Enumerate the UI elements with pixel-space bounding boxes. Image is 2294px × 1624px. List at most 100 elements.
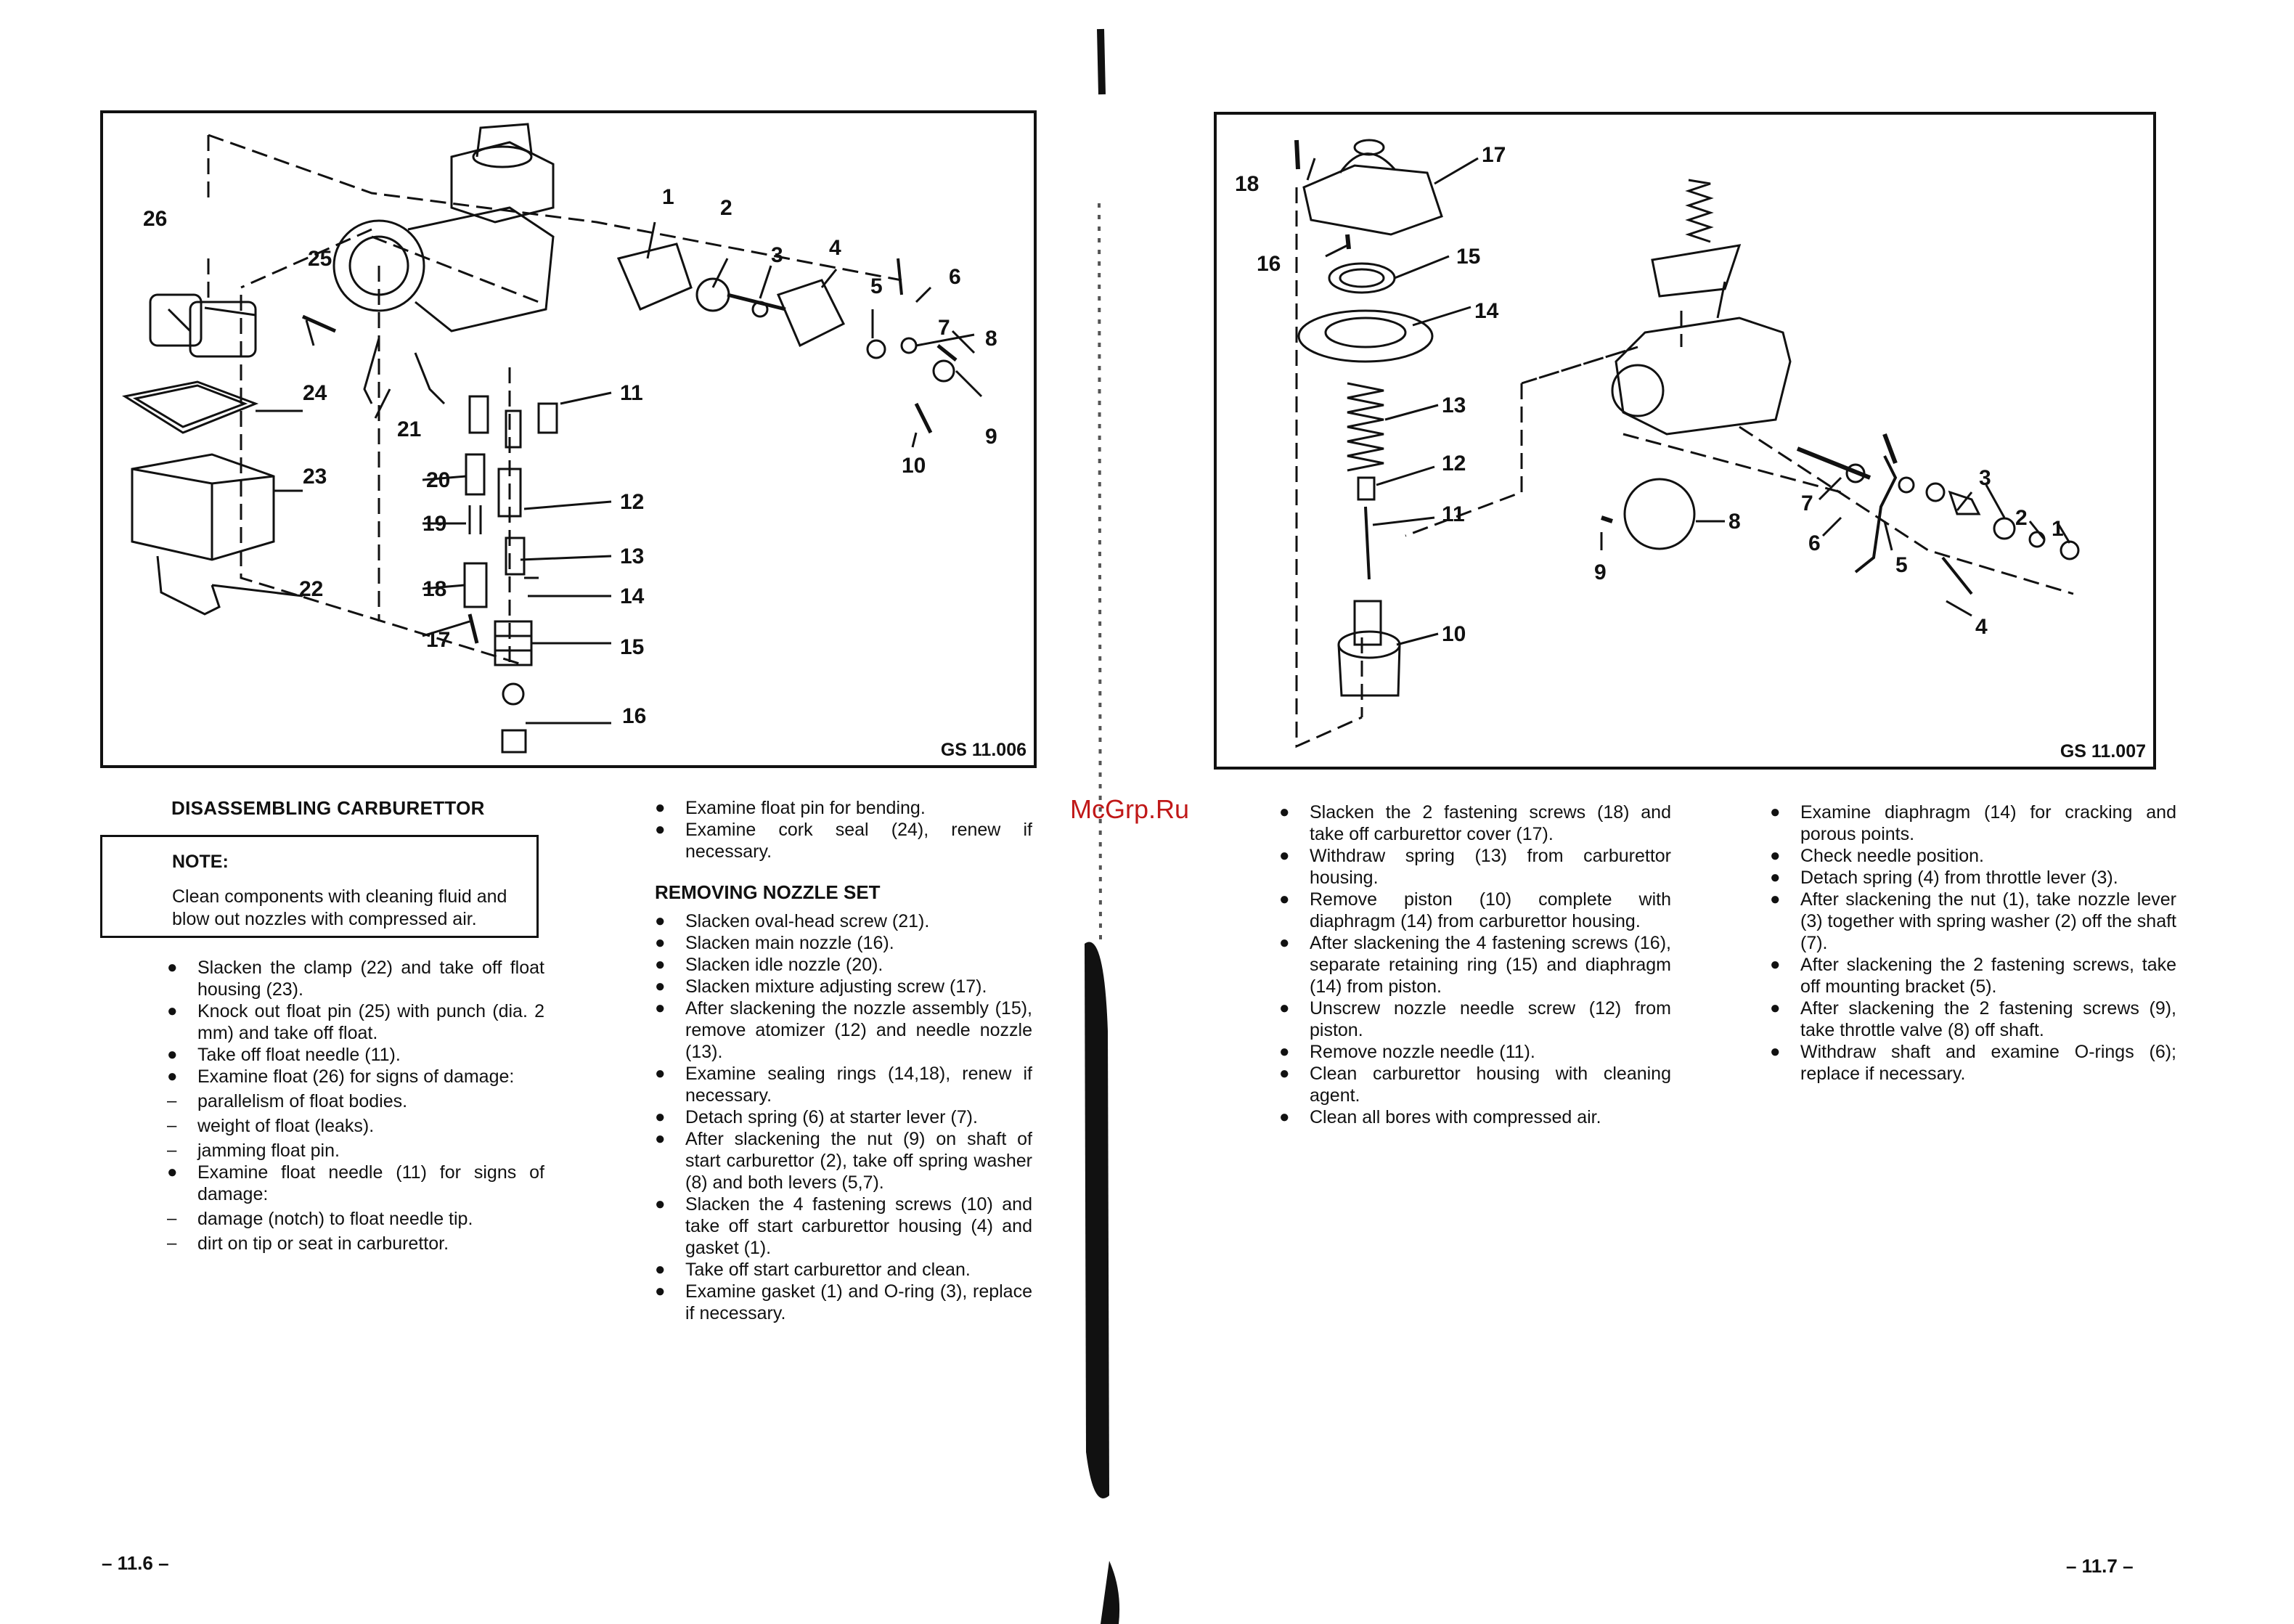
callout-15: 15 [1456, 245, 1480, 269]
callout-12: 12 [1442, 452, 1466, 476]
list-item: ●Check needle position. [1770, 845, 2176, 867]
bullet-marker: ● [655, 911, 666, 931]
bullet-marker: ● [655, 955, 666, 974]
callout-16: 16 [1257, 252, 1281, 276]
list-item: ●Remove nozzle needle (11). [1279, 1041, 1671, 1063]
note-title: NOTE: [172, 852, 229, 872]
bullet-marker: ● [1279, 998, 1290, 1018]
callout-8: 8 [1728, 510, 1741, 534]
exploded-view-figure-right: 18 17 16 15 14 13 12 11 10 9 8 7 6 5 4 3… [1214, 112, 2156, 770]
list-item: ● After slackening the nozzle assembly (1… [655, 997, 1032, 1063]
list-item: ● After slackening the 2 fastening screws… [1770, 997, 2176, 1041]
callout-18: 18 [423, 577, 446, 601]
callout-3: 3 [1979, 466, 1991, 490]
bullet-marker: ● [655, 1194, 666, 1214]
callout-7: 7 [1801, 491, 1813, 515]
callout-6: 6 [949, 265, 961, 289]
note-box: NOTE: Clean components with cleaning flu… [100, 835, 539, 938]
list-item-text: Check needle position. [1800, 846, 1984, 866]
list-item-text: Examine sealing rings (14,18), renew if … [685, 1064, 1032, 1106]
dash-marker: – [167, 1116, 177, 1135]
bullet-marker: ● [1770, 955, 1781, 974]
list-item: ●Detach spring (4) from throttle lever (… [1770, 867, 2176, 889]
callout-25: 25 [308, 247, 332, 271]
list-item-text: After slackening the nozzle assembly (15… [685, 998, 1032, 1062]
list-item: ●Slacken the clamp (22) and take off flo… [167, 957, 544, 1000]
bullet-marker: ● [1279, 802, 1290, 822]
list-item-text: parallelism of float bodies. [197, 1091, 408, 1111]
callout-9: 9 [985, 425, 997, 449]
list-item: ●Clean carburettor housing with cleaning… [1279, 1063, 1671, 1106]
list-item-text: Detach spring (4) from throttle lever (3… [1800, 868, 2118, 888]
list-item-text: Examine float needle (11) for signs of d… [197, 1162, 544, 1204]
list-item-text: After slackening the nut (1), take nozzl… [1800, 889, 2176, 953]
callout-13: 13 [1442, 393, 1466, 417]
list-item: ●Examine float needle (11) for signs of … [167, 1162, 544, 1205]
section-title: DISASSEMBLING CARBURETTOR [171, 797, 485, 819]
instruction-list: ● Slacken the clamp (22) and take off flo… [167, 957, 544, 1254]
list-item: ●Slacken the 2 fastening screws (18) and… [1279, 801, 1671, 845]
instruction-list: ● Examine diaphragm (14) for cracking and… [1770, 801, 2176, 1085]
list-item-text: After slackening the nut (9) on shaft of… [685, 1129, 1032, 1193]
callout-11: 11 [1442, 502, 1465, 526]
list-item: ●Slacken mixture adjusting screw (17). [655, 976, 1032, 997]
callout-5: 5 [870, 274, 883, 298]
bullet-marker: ● [655, 1064, 666, 1083]
callout-11: 11 [620, 381, 643, 405]
list-item: ●Withdraw shaft and examine O-rings (6);… [1770, 1041, 2176, 1085]
list-item-text: Slacken the clamp (22) and take off floa… [197, 958, 544, 1000]
callout-9: 9 [1594, 560, 1607, 584]
carburettor-exploded-drawing: 18 17 16 15 14 13 12 11 10 9 8 7 6 5 4 3… [1235, 139, 2080, 748]
callout-17: 17 [426, 628, 450, 652]
bullet-marker: ● [655, 1281, 666, 1301]
callout-5: 5 [1895, 553, 1908, 577]
list-item: ● After slackening the nut (9) on shaft o… [655, 1128, 1032, 1193]
callout-19: 19 [423, 512, 446, 536]
instruction-list: ●Slacken oval-head screw (21).●Slacken m… [655, 910, 1032, 1324]
right-col-1: ●Slacken the 2 fastening screws (18) and… [1279, 801, 1671, 1128]
callout-20: 20 [426, 468, 450, 492]
list-item: ●Clean all bores with compressed air. [1279, 1106, 1671, 1128]
list-item: ●Withdraw spring (13) from carburettor h… [1279, 845, 1671, 889]
note-text: Clean components with cleaning fluid and… [172, 886, 507, 929]
callout-4: 4 [1975, 615, 1988, 639]
list-item-text: damage (notch) to float needle tip. [197, 1209, 473, 1229]
list-item: ●After slackening the 2 fastening screws… [1770, 954, 2176, 997]
list-item-text: After slackening the 4 fastening screws … [1310, 933, 1671, 997]
callout-22: 22 [299, 577, 323, 601]
callout-23: 23 [303, 465, 327, 489]
list-item: ●After slackening the 4 fastening screws… [1279, 932, 1671, 997]
figure-code: GS 11.006 [940, 740, 1026, 760]
bullet-marker: ● [655, 1129, 666, 1148]
instruction-list: ●Slacken the 2 fastening screws (18) and… [1279, 801, 1671, 1128]
list-item: ●Take off start carburettor and clean. [655, 1259, 1032, 1281]
list-item-text: Take off start carburettor and clean. [685, 1260, 971, 1280]
bullet-marker: ● [1279, 1064, 1290, 1083]
callout-2: 2 [2015, 506, 2028, 530]
list-item-text: Examine float (26) for signs of damage: [197, 1066, 515, 1087]
list-item-text: Slacken mixture adjusting screw (17). [685, 976, 987, 997]
list-item-text: Slacken main nozzle (16). [685, 933, 894, 953]
bullet-marker: ● [1770, 998, 1781, 1018]
list-item: ● Slacken idle nozzle (20). [655, 954, 1032, 976]
list-item-text: Examine diaphragm (14) for cracking and … [1800, 802, 2176, 844]
list-item-text: Slacken idle nozzle (20). [685, 955, 883, 975]
carburettor-exploded-drawing: 26 25 24 23 22 21 20 19 18 17 16 15 14 1… [122, 123, 997, 754]
list-item: ●Unscrew nozzle needle screw (12) from p… [1279, 997, 1671, 1041]
list-item: ● After slackening the nut (1), take nozz… [1770, 889, 2176, 954]
left-col-1: ● Slacken the clamp (22) and take off flo… [167, 957, 544, 1254]
page-number: – 11.7 – [2066, 1555, 2134, 1577]
list-item-text: After slackening the 2 fastening screws … [1800, 998, 2176, 1040]
dash-marker: – [167, 1091, 177, 1111]
bullet-marker: ● [167, 1066, 178, 1086]
list-item-text: Examine float pin for bending. [685, 798, 926, 818]
right-page: 18 17 16 15 14 13 12 11 10 9 8 7 6 5 4 3… [1118, 0, 2294, 1624]
bullet-marker: ● [655, 998, 666, 1018]
list-item-text: Withdraw spring (13) from carburettor ho… [1310, 846, 1671, 888]
callout-4: 4 [829, 236, 841, 260]
bullet-marker: ● [1770, 1042, 1781, 1061]
list-item-text: Slacken the 4 fastening screws (10) and … [685, 1194, 1032, 1258]
bullet-marker: ● [1279, 889, 1290, 909]
bullet-marker: ● [1770, 889, 1781, 909]
callout-15: 15 [620, 635, 644, 659]
